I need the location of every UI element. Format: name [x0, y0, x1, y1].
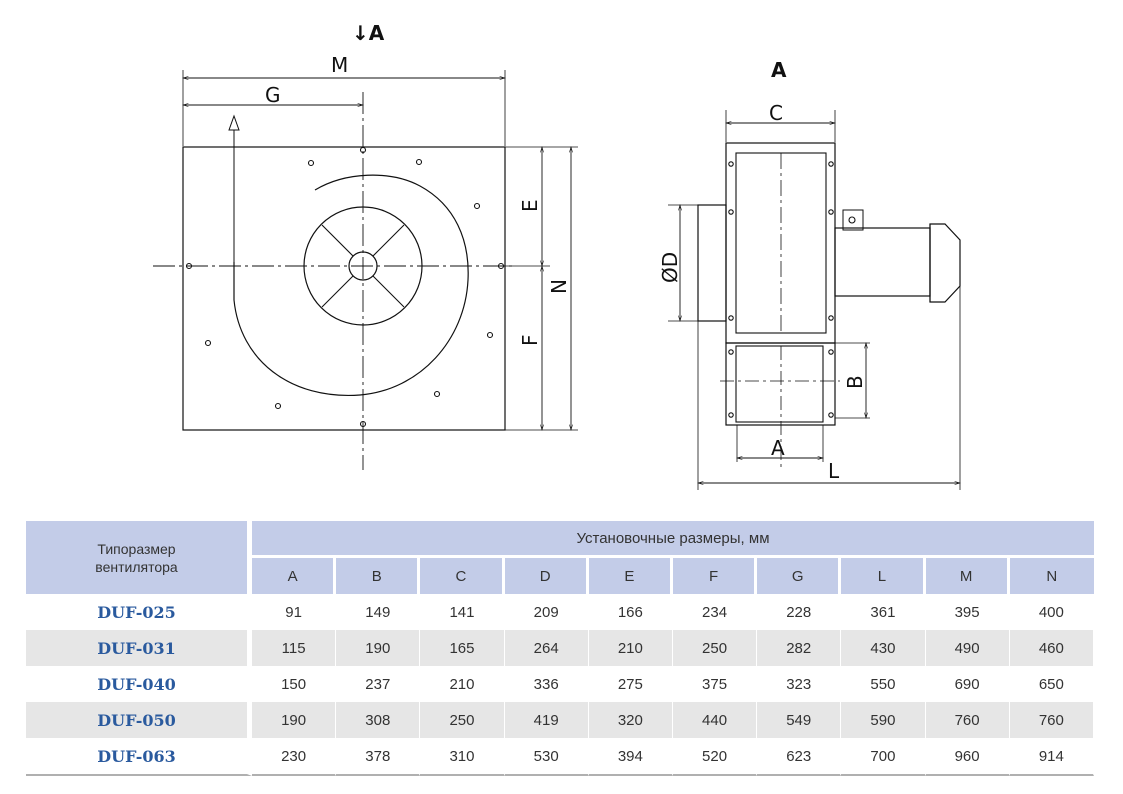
- cell-e: 394: [588, 738, 673, 776]
- cell-a: 91: [252, 594, 337, 630]
- column-header-a: A: [252, 558, 337, 594]
- view-arrow-label: ↓A: [352, 21, 385, 45]
- cell-b: 308: [336, 702, 421, 738]
- dim-label-G: G: [265, 83, 281, 107]
- model-name: DUF-025: [26, 594, 252, 630]
- column-header-n: N: [1009, 558, 1094, 594]
- cell-n: 460: [1009, 630, 1094, 666]
- cell-l: 361: [841, 594, 926, 630]
- column-header-m: M: [925, 558, 1010, 594]
- column-header-g: G: [757, 558, 842, 594]
- cell-a: 150: [252, 666, 337, 702]
- cell-n: 760: [1009, 702, 1094, 738]
- cell-b: 190: [336, 630, 421, 666]
- cell-g: 228: [757, 594, 842, 630]
- cell-d: 264: [504, 630, 589, 666]
- dim-label-D: ØD: [658, 252, 682, 283]
- type-header: Типоразмер вентилятора: [26, 521, 252, 594]
- type-header-line-2: вентилятора: [95, 558, 178, 575]
- technical-drawing: ↓A M G: [153, 21, 1123, 490]
- cell-b: 378: [336, 738, 421, 776]
- cell-n: 914: [1009, 738, 1094, 776]
- dim-label-A: A: [771, 436, 785, 460]
- column-header-f: F: [672, 558, 758, 594]
- cell-a: 230: [252, 738, 337, 776]
- cell-m: 960: [925, 738, 1010, 776]
- cell-g: 323: [757, 666, 842, 702]
- model-name: DUF-040: [26, 666, 252, 702]
- dim-label-M: M: [331, 53, 348, 77]
- model-name: DUF-050: [26, 702, 252, 738]
- cell-f: 375: [673, 666, 758, 702]
- column-header-b: B: [336, 558, 421, 594]
- cell-b: 237: [336, 666, 421, 702]
- side-view: A C ØD: [658, 58, 960, 490]
- cell-n: 650: [1010, 666, 1094, 702]
- cell-n: 400: [1010, 594, 1094, 630]
- cell-l: 550: [841, 666, 926, 702]
- cell-m: 760: [925, 702, 1010, 738]
- model-name: DUF-063: [26, 738, 252, 776]
- cell-c: 141: [420, 594, 505, 630]
- dimensions-table: Типоразмер вентилятора Установочные разм…: [26, 521, 1094, 776]
- dim-label-C: C: [769, 101, 783, 125]
- cell-g: 623: [757, 738, 842, 776]
- cell-d: 336: [505, 666, 589, 702]
- dim-label-L: L: [828, 459, 840, 483]
- column-header-d: D: [504, 558, 589, 594]
- column-header-c: C: [420, 558, 505, 594]
- cell-e: 275: [589, 666, 673, 702]
- cell-e: 210: [588, 630, 673, 666]
- cell-g: 282: [757, 630, 842, 666]
- cell-m: 395: [926, 594, 1010, 630]
- column-header-l: L: [841, 558, 926, 594]
- cell-l: 700: [841, 738, 926, 776]
- cell-d: 530: [504, 738, 589, 776]
- dim-label-N: N: [547, 279, 571, 294]
- dim-label-E: E: [518, 199, 542, 212]
- cell-e: 320: [588, 702, 673, 738]
- cell-c: 310: [420, 738, 505, 776]
- cell-e: 166: [589, 594, 673, 630]
- cell-d: 419: [504, 702, 589, 738]
- group-header: Установочные размеры, мм: [252, 521, 1094, 558]
- cell-c: 165: [420, 630, 505, 666]
- cell-m: 490: [925, 630, 1010, 666]
- cell-f: 520: [672, 738, 758, 776]
- cell-g: 549: [757, 702, 842, 738]
- cell-l: 430: [841, 630, 926, 666]
- cell-c: 250: [420, 702, 505, 738]
- front-view: ↓A M G: [153, 21, 578, 470]
- cell-l: 590: [841, 702, 926, 738]
- dim-label-F: F: [518, 334, 542, 346]
- type-header-line-1: Типоразмер: [97, 540, 176, 557]
- side-view-title: A: [771, 58, 787, 82]
- cell-b: 149: [336, 594, 421, 630]
- cell-f: 234: [673, 594, 758, 630]
- cell-a: 190: [252, 702, 337, 738]
- cell-c: 210: [420, 666, 505, 702]
- cell-f: 440: [672, 702, 758, 738]
- column-header-e: E: [588, 558, 673, 594]
- model-name: DUF-031: [26, 630, 252, 666]
- cell-d: 209: [505, 594, 589, 630]
- cell-a: 115: [252, 630, 337, 666]
- cell-f: 250: [672, 630, 758, 666]
- cell-m: 690: [926, 666, 1010, 702]
- dim-label-B: B: [843, 375, 867, 389]
